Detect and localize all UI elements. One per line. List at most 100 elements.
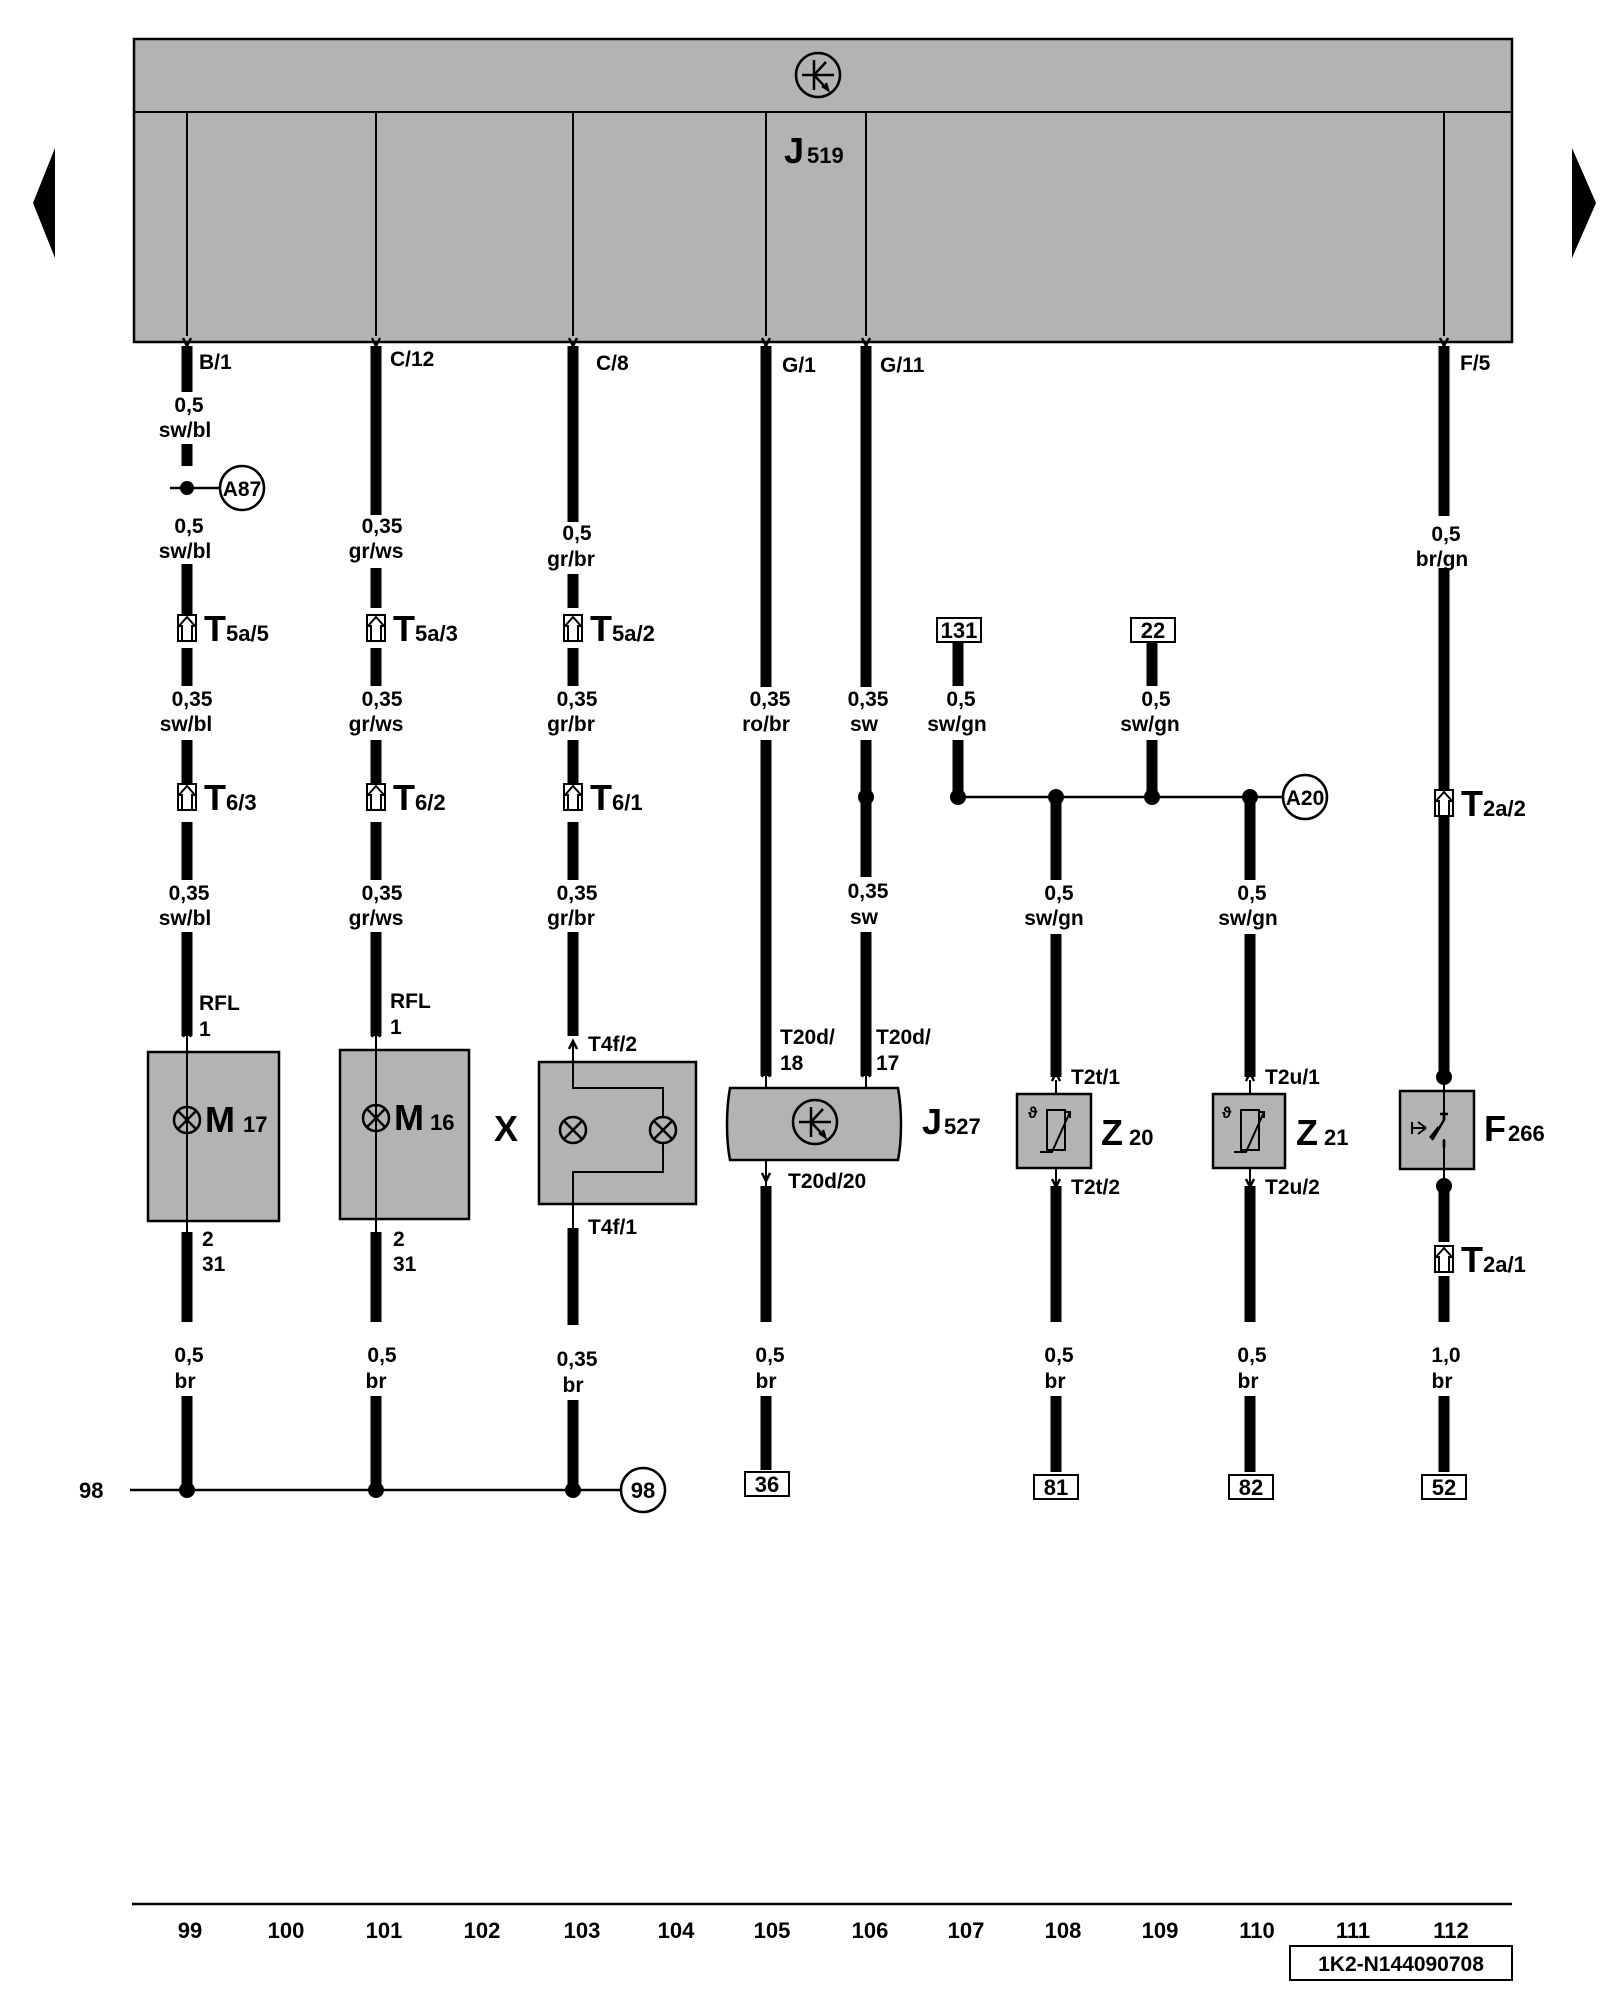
pin-labels: B/1 C/12 C/8 G/1 G/11 F/5 bbox=[199, 348, 1491, 377]
svg-text:sw/gn: sw/gn bbox=[1120, 713, 1180, 736]
svg-text:98: 98 bbox=[631, 1478, 655, 1503]
svg-text:gr/br: gr/br bbox=[547, 907, 595, 930]
svg-text:21: 21 bbox=[1324, 1125, 1348, 1150]
svg-text:T20d/20: T20d/20 bbox=[788, 1170, 866, 1193]
ground-ref-left: 98 bbox=[79, 1478, 103, 1503]
junction-a20: A20 bbox=[1281, 773, 1329, 821]
component-m17: M 17 RFL 1 2 31 bbox=[146, 992, 281, 1276]
svg-text:2: 2 bbox=[202, 1228, 214, 1251]
svg-text:sw/gn: sw/gn bbox=[1024, 907, 1084, 930]
electronic-unit-icon bbox=[794, 51, 842, 99]
component-z21: ϑ Z 21 T2u/1 T2u/2 bbox=[1211, 1066, 1348, 1199]
junction-a87: A87 bbox=[218, 464, 266, 512]
svg-text:0,35: 0,35 bbox=[362, 515, 403, 538]
ref-22: 22 bbox=[1130, 617, 1176, 643]
svg-text:0,35: 0,35 bbox=[557, 1348, 598, 1371]
svg-text:0,35: 0,35 bbox=[169, 882, 210, 905]
svg-text:108: 108 bbox=[1045, 1918, 1082, 1943]
thermistor-icon: ϑ bbox=[1222, 1105, 1265, 1153]
svg-text:2: 2 bbox=[393, 1228, 405, 1251]
svg-text:1: 1 bbox=[199, 1018, 211, 1041]
thin-bus-lines bbox=[130, 486, 1283, 1492]
svg-text:G/11: G/11 bbox=[880, 354, 925, 377]
svg-text:sw/bl: sw/bl bbox=[159, 419, 212, 442]
svg-text:1: 1 bbox=[390, 1016, 402, 1039]
svg-text:T: T bbox=[590, 608, 612, 649]
document-id: 1K2-N144090708 bbox=[1289, 1945, 1513, 1981]
svg-text:31: 31 bbox=[202, 1253, 226, 1276]
svg-text:0,5: 0,5 bbox=[755, 1344, 785, 1367]
svg-text:2a/2: 2a/2 bbox=[1483, 796, 1526, 821]
svg-text:T20d/: T20d/ bbox=[780, 1026, 835, 1049]
svg-text:T2t/2: T2t/2 bbox=[1071, 1176, 1120, 1199]
svg-text:J: J bbox=[922, 1101, 942, 1142]
svg-text:T: T bbox=[590, 777, 612, 818]
svg-text:Z: Z bbox=[1101, 1112, 1123, 1153]
svg-text:52: 52 bbox=[1432, 1475, 1456, 1500]
svg-text:5a/3: 5a/3 bbox=[415, 621, 458, 646]
svg-text:6/2: 6/2 bbox=[415, 790, 446, 815]
svg-text:0,5: 0,5 bbox=[1237, 1344, 1267, 1367]
ref-82: 82 bbox=[1228, 1474, 1274, 1500]
svg-text:1K2-N144090708: 1K2-N144090708 bbox=[1318, 1953, 1484, 1976]
next-page-arrow[interactable] bbox=[1572, 148, 1596, 258]
control-unit-j519: J 519 bbox=[132, 37, 1514, 344]
svg-text:X: X bbox=[494, 1108, 518, 1149]
svg-text:Z: Z bbox=[1296, 1112, 1318, 1153]
wire-labels: 0,5 sw/bl 0,5 sw/bl 0,35 sw/bl 0,35 sw/b… bbox=[159, 394, 1469, 1397]
svg-text:T: T bbox=[204, 777, 226, 818]
svg-text:T4f/1: T4f/1 bbox=[588, 1216, 637, 1239]
track-ruler: 99 100 101 102 103 104 105 106 107 108 1… bbox=[132, 1902, 1512, 1943]
lamp-icon bbox=[558, 1115, 588, 1145]
svg-text:0,5: 0,5 bbox=[562, 522, 592, 545]
prev-page-arrow[interactable] bbox=[33, 148, 55, 258]
svg-text:sw/bl: sw/bl bbox=[159, 540, 212, 563]
svg-text:br: br bbox=[563, 1374, 584, 1397]
control-unit-name: J bbox=[784, 130, 804, 171]
svg-text:ro/br: ro/br bbox=[742, 713, 790, 736]
svg-text:0,35: 0,35 bbox=[362, 688, 403, 711]
svg-text:266: 266 bbox=[1508, 1121, 1545, 1146]
svg-text:T: T bbox=[1461, 1239, 1483, 1280]
svg-text:M: M bbox=[394, 1097, 424, 1138]
svg-text:102: 102 bbox=[464, 1918, 501, 1943]
svg-text:31: 31 bbox=[393, 1253, 417, 1276]
component-m16: M 16 RFL 1 2 31 bbox=[338, 990, 471, 1276]
svg-text:0,35: 0,35 bbox=[362, 882, 403, 905]
svg-text:T2t/1: T2t/1 bbox=[1071, 1066, 1120, 1089]
svg-text:B/1: B/1 bbox=[199, 351, 232, 374]
svg-text:sw/bl: sw/bl bbox=[160, 713, 213, 736]
component-f266: F 266 bbox=[1398, 1077, 1545, 1186]
svg-text:T: T bbox=[204, 608, 226, 649]
svg-text:36: 36 bbox=[755, 1472, 779, 1497]
svg-text:82: 82 bbox=[1239, 1475, 1263, 1500]
svg-text:br: br bbox=[366, 1370, 387, 1393]
svg-text:0,5: 0,5 bbox=[174, 1344, 204, 1367]
internal-lines bbox=[186, 112, 1445, 336]
svg-text:T: T bbox=[393, 608, 415, 649]
svg-text:gr/br: gr/br bbox=[547, 713, 595, 736]
svg-text:br: br bbox=[756, 1370, 777, 1393]
switch-icon bbox=[1411, 1112, 1450, 1148]
svg-text:gr/br: gr/br bbox=[547, 548, 595, 571]
svg-text:G/1: G/1 bbox=[782, 354, 816, 377]
svg-text:5a/2: 5a/2 bbox=[612, 621, 655, 646]
svg-text:6/3: 6/3 bbox=[226, 790, 257, 815]
svg-text:17: 17 bbox=[876, 1052, 899, 1075]
svg-text:br: br bbox=[1238, 1370, 1259, 1393]
svg-text:sw/gn: sw/gn bbox=[1218, 907, 1278, 930]
component-z20: ϑ Z 20 T2t/1 T2t/2 bbox=[1015, 1066, 1153, 1199]
svg-text:0,35: 0,35 bbox=[172, 688, 213, 711]
svg-text:17: 17 bbox=[243, 1112, 267, 1137]
control-unit-sub: 519 bbox=[807, 143, 844, 168]
svg-text:109: 109 bbox=[1142, 1918, 1179, 1943]
svg-text:106: 106 bbox=[852, 1918, 889, 1943]
svg-text:gr/ws: gr/ws bbox=[349, 907, 404, 930]
svg-text:5a/5: 5a/5 bbox=[226, 621, 269, 646]
